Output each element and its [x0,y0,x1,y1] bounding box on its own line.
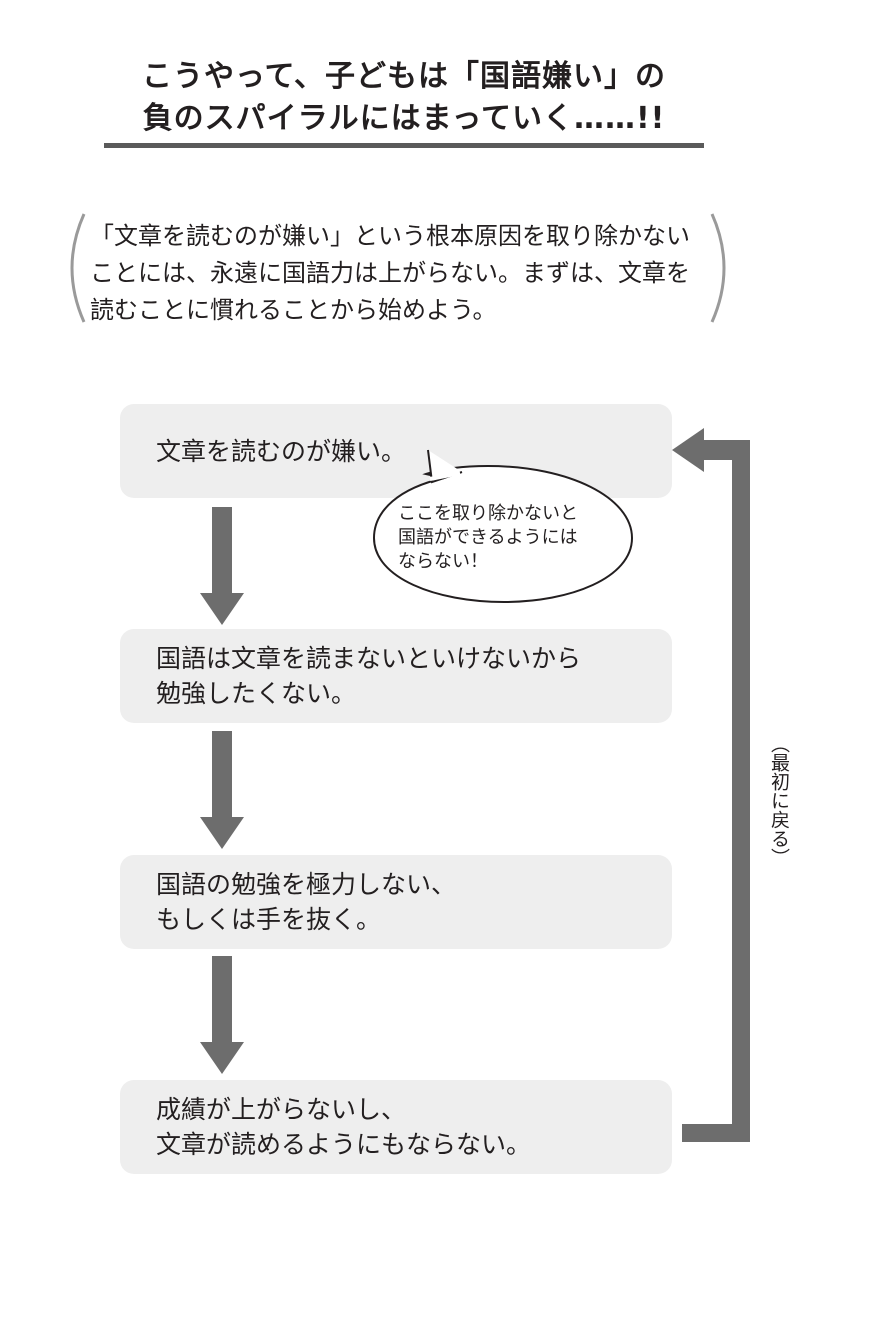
flow-step-1-text: 文章を読むのが嫌い。 [156,436,407,466]
intro-text: 「文章を読むのが嫌い」という根本原因を取り除かないことには、永遠に国語力は上がら… [90,222,690,324]
down-arrow-2 [200,731,244,849]
right-parenthesis [710,213,726,323]
down-arrow-1 [200,507,244,625]
title-underline [104,143,704,148]
callout-bubble [372,449,634,604]
flow-step-2-text: 国語は文章を読まないといけないから 勉強したくない。 [156,644,582,708]
flow-step-3: 国語の勉強を極力しない、 もしくは手を抜く。 [120,855,672,949]
flow-step-2: 国語は文章を読まないといけないから 勉強したくない。 [120,629,672,723]
loop-back-arrow [672,428,750,1142]
left-parenthesis [70,213,86,323]
flow-step-4-text: 成績が上がらないし、 文章が読めるようにもならない。 [156,1095,532,1159]
title-line-1: こうやって、子どもは「国語嫌い」の [142,59,666,94]
title-line-2: 負のスパイラルにはまっていく……!! [142,101,666,136]
callout-text: ここを取り除かないと 国語ができるようには ならない！ [398,503,578,572]
flow-step-1: 文章を読むのが嫌い。 [120,404,672,498]
loop-label: （最初に戻る） [768,734,790,867]
page-title: こうやって、子どもは「国語嫌い」の 負のスパイラルにはまっていく……!! [104,56,704,140]
flow-step-3-text: 国語の勉強を極力しない、 もしくは手を抜く。 [156,870,457,934]
flow-step-4: 成績が上がらないし、 文章が読めるようにもならない。 [120,1080,672,1174]
down-arrow-3 [200,956,244,1074]
